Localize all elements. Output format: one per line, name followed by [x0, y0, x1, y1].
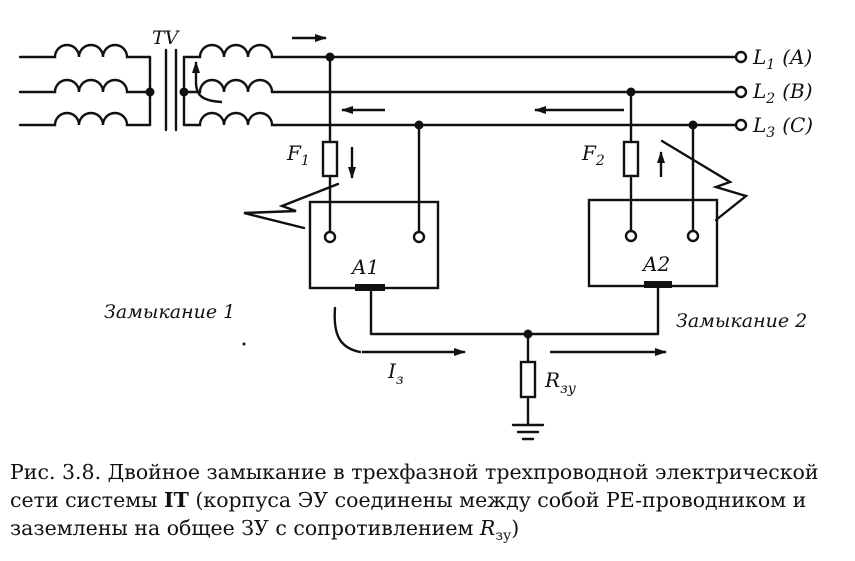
- pe-conductor: [369, 284, 660, 426]
- ground-symbol: [511, 423, 545, 441]
- figure-caption: Рис. 3.8. Двойное замыкание в трехфазной…: [10, 458, 848, 550]
- transformer-primary-windings: [18, 43, 152, 127]
- transformer-core: [164, 48, 178, 132]
- fuse-f2: [622, 140, 640, 178]
- line-label-l2: L2(B): [752, 79, 813, 107]
- fault-2-label: Замыкание 2: [676, 310, 807, 332]
- resistor-label: Rзу: [544, 368, 577, 397]
- a2-supply-wires: [629, 90, 695, 233]
- double-fault-diagram: TV L1(A) L2(B) L3(C) F1 F2 A1 A2 Замыкан…: [18, 27, 813, 441]
- a1-supply-wires: [328, 55, 421, 234]
- fault-current-label: Iз: [387, 359, 404, 388]
- line-label-l1: L1(A): [752, 45, 812, 73]
- stray-dot: [242, 342, 246, 346]
- terminals: [323, 50, 748, 244]
- caption-text-part2: (корпуса ЭУ соединены между собой PE-про…: [10, 488, 807, 540]
- caption-text-part1: Рис. 3.8. Двойное замыкание в трехфазной…: [10, 460, 819, 512]
- device-a1-label: A1: [350, 255, 379, 279]
- caption-resistance-subscript: зу: [495, 528, 512, 545]
- device-a2-label: A2: [641, 252, 670, 276]
- caption-resistance-symbol: R: [479, 516, 496, 540]
- transformer-label: TV: [152, 27, 181, 49]
- device-a1-ground-plate: [355, 284, 385, 291]
- fuse-f1-label: F1: [286, 141, 310, 169]
- fuse-f2-label: F2: [581, 141, 605, 169]
- fault-2-lightning: [660, 139, 749, 222]
- line-label-l3: L3(C): [752, 113, 813, 141]
- fault-1-label: Замыкание 1: [104, 301, 235, 323]
- fault-1-lightning: [243, 182, 340, 230]
- caption-text-part3: ): [511, 516, 520, 540]
- transformer-secondary-windings: [182, 43, 737, 127]
- grounding-resistor: [519, 360, 537, 399]
- device-a2-ground-plate: [644, 281, 672, 288]
- caption-system-name: IT: [164, 488, 189, 512]
- fuse-f1: [321, 140, 339, 178]
- transformer-secondary-curve: [194, 81, 223, 104]
- junction-dots: [145, 52, 698, 339]
- current-flow-arc: [333, 306, 362, 354]
